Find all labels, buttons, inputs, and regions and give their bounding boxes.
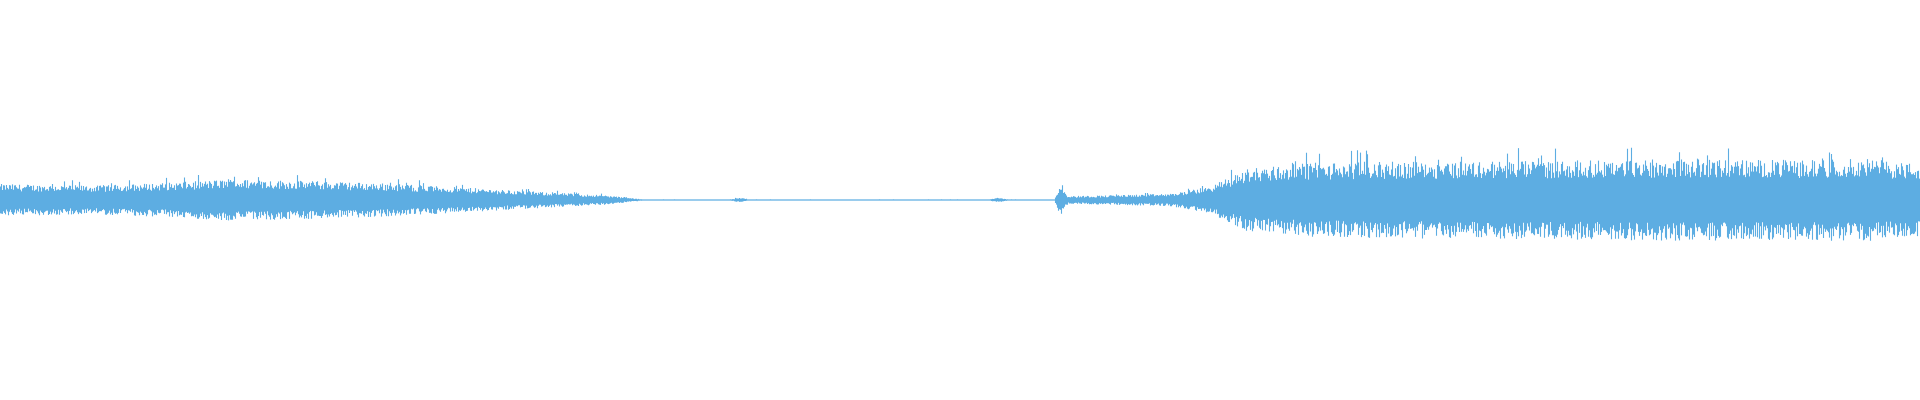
waveform-path: [0, 147, 1920, 241]
waveform-bars: [0, 147, 1920, 241]
